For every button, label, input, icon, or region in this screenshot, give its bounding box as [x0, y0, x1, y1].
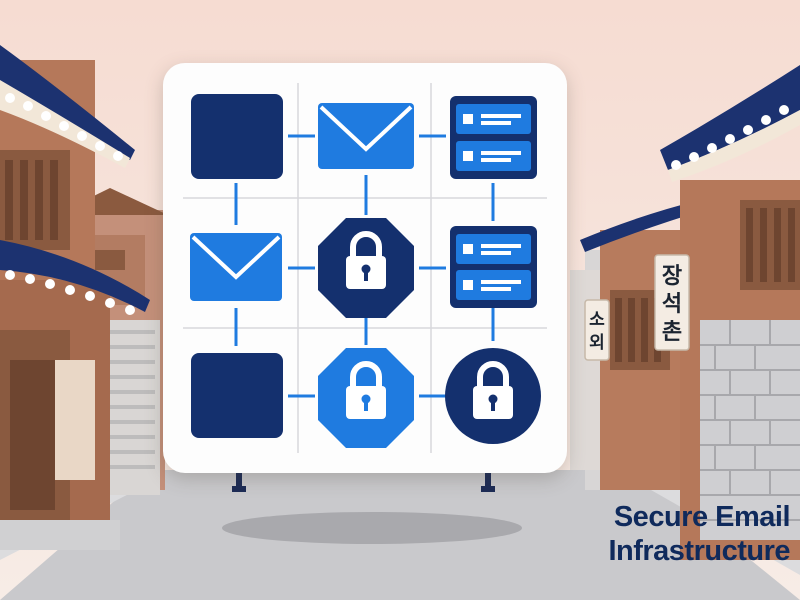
- node-envelope-icon: [190, 233, 282, 301]
- panel-shadow: [222, 512, 522, 544]
- connectors: [234, 134, 495, 398]
- network-diagram: [183, 83, 547, 453]
- node-lock-octagon-icon: [318, 348, 414, 448]
- right-buildings: [570, 65, 800, 560]
- panel-mount-legs: [232, 470, 495, 492]
- sign-left-char-1: 소: [589, 310, 605, 330]
- sign-left-char-2: 외: [589, 333, 605, 353]
- node-lock-octagon-icon: [318, 218, 414, 318]
- node-envelope-icon: [318, 103, 414, 169]
- node-server-icon: [450, 96, 537, 179]
- node-square-block-icon: [191, 353, 283, 438]
- node-square-block-icon: [191, 94, 283, 179]
- caption-line-1: Secure Email: [613, 501, 791, 533]
- sign-right-char-1: 장: [662, 264, 682, 289]
- node-lock-circle-icon: [445, 348, 541, 444]
- caption-title: Secure Email Infrastructure: [520, 500, 790, 568]
- sign-right-char-2: 석: [662, 292, 682, 317]
- network-diagram-panel: [163, 63, 567, 473]
- left-buildings: [0, 45, 168, 550]
- sign-left: 소 외: [584, 299, 610, 361]
- sign-right-char-3: 촌: [662, 320, 682, 345]
- caption-line-2: Infrastructure: [608, 535, 790, 567]
- sign-right: 장 석 촌: [654, 254, 690, 351]
- node-server-icon: [450, 226, 537, 308]
